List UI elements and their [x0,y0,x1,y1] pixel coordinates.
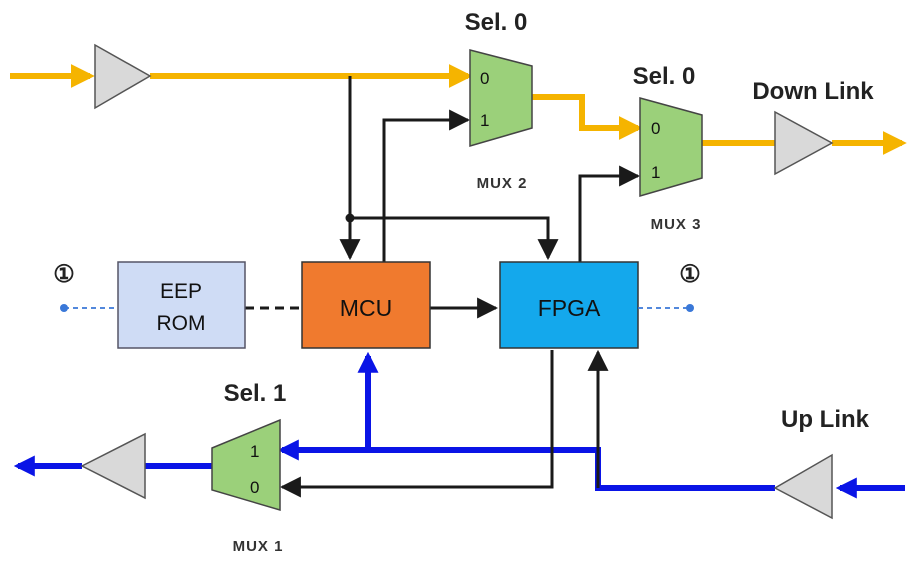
mux1-input-0-label: 0 [250,478,259,497]
downlink-input-amplifier [94,43,152,110]
uplink-input-amplifier [773,453,833,520]
mux3-name-label: MUX 3 [651,216,702,233]
uplink-output-amplifier [80,432,146,500]
mux3-select-label: Sel. 0 [633,63,696,90]
mux-3: 0 1 [639,97,703,197]
right-node-connector: ① [638,261,701,312]
eeprom-block: EEP ROM [117,261,246,349]
mcu-label: MCU [340,295,392,321]
left-node-connector: ① [53,261,118,312]
control-paths [245,76,641,498]
right-node-marker: ① [679,261,701,288]
uplink-path [13,351,905,499]
mcu-block: MCU [301,261,431,349]
mux1-name-label: MUX 1 [233,538,284,555]
mux2-name-label: MUX 2 [477,175,528,192]
mux3-input-0-label: 0 [651,119,660,138]
left-node-marker: ① [53,261,75,288]
junction-dot [345,213,355,223]
downlink-path [10,64,907,155]
mux-1: 1 0 [211,418,281,512]
mux1-input-1-label: 1 [250,442,259,461]
down-link-label: Down Link [752,78,874,105]
eeprom-label-line2: ROM [157,312,206,335]
mux-2: 0 1 [469,49,533,147]
mux3-input-1-label: 1 [651,163,660,182]
mux1-select-label: Sel. 1 [224,380,287,407]
mux2-select-label: Sel. 0 [465,9,528,36]
fpga-block: FPGA [499,261,639,349]
fpga-label: FPGA [538,295,601,321]
eeprom-label-line1: EEP [160,280,202,303]
up-link-label: Up Link [781,406,870,433]
mux2-input-0-label: 0 [480,69,489,88]
mux2-input-1-label: 1 [480,111,489,130]
downlink-output-amplifier [774,110,834,176]
